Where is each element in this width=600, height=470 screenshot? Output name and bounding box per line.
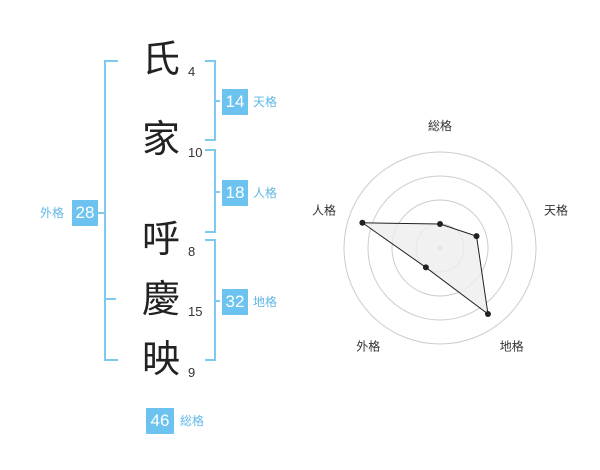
gaikaku-bracket bbox=[104, 60, 118, 361]
jinkaku-value-badge: 18 bbox=[222, 180, 248, 206]
stroke-count-3: 8 bbox=[188, 244, 196, 259]
radar-axis-label-2: 天格 bbox=[544, 202, 568, 217]
radar-axis-label-1: 総格 bbox=[428, 118, 452, 133]
radar-point-1 bbox=[437, 221, 443, 227]
radar-polygon bbox=[360, 222, 489, 316]
stroke-count-2: 10 bbox=[188, 145, 203, 160]
radar-axis-label-5: 人格 bbox=[312, 202, 336, 217]
tenkaku-value-badge: 14 bbox=[222, 89, 248, 115]
radar-axis-label-4: 外格 bbox=[356, 339, 380, 354]
jinkaku-label: 人格 bbox=[253, 186, 278, 200]
chikaku-value-badge: 32 bbox=[222, 289, 248, 315]
name-char-4: 慶 bbox=[141, 277, 180, 321]
name-char-3: 呼 bbox=[141, 217, 180, 261]
chikaku-connector bbox=[214, 300, 220, 302]
gaikaku-middle-tick bbox=[104, 298, 116, 300]
tenkaku-connector bbox=[214, 100, 220, 102]
name-char-5: 映 bbox=[141, 337, 180, 381]
chikaku-label: 地格 bbox=[253, 295, 278, 309]
tenkaku-label: 天格 bbox=[253, 95, 278, 109]
stroke-count-4: 15 bbox=[188, 304, 203, 319]
gaikaku-connector bbox=[98, 212, 104, 214]
radar-point-2 bbox=[473, 233, 480, 240]
name-char-1: 氏 bbox=[141, 37, 180, 81]
soukaku-value-badge: 46 bbox=[146, 408, 174, 434]
radar-point-4 bbox=[422, 264, 429, 271]
radar-ring bbox=[367, 175, 513, 321]
gaikaku-value-badge: 28 bbox=[72, 200, 98, 226]
radar-axis-label-3: 地格 bbox=[500, 339, 524, 354]
name-char-2: 家 bbox=[141, 117, 180, 161]
radar-point-5 bbox=[359, 219, 366, 226]
stroke-count-5: 9 bbox=[188, 365, 196, 380]
radar-ring bbox=[343, 151, 537, 345]
soukaku-label: 総格 bbox=[180, 414, 205, 428]
stroke-count-1: 4 bbox=[188, 64, 196, 79]
jinkaku-connector bbox=[214, 191, 220, 193]
radar-ring bbox=[391, 199, 489, 297]
gaikaku-label: 外格 bbox=[40, 206, 65, 220]
radar-point-3 bbox=[484, 311, 491, 318]
